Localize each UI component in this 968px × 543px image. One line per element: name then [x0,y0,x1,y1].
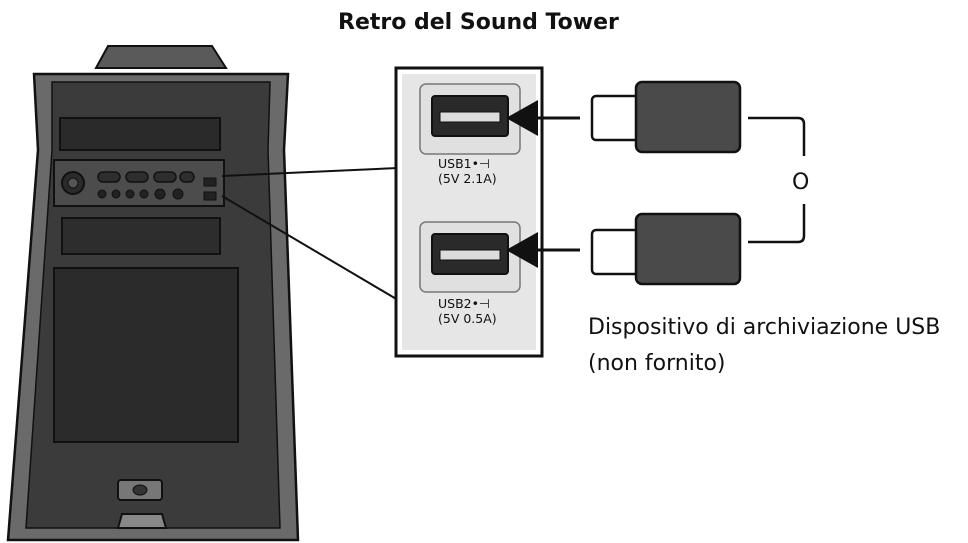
arrow-usb2 [506,232,580,268]
usb2-port-tongue [439,249,501,261]
usb2-name-row: USB2•⊣ [438,296,497,311]
panel-jack [139,189,149,199]
sound-tower [6,45,300,542]
usb1-label: USB1•⊣ (5V 2.1A) [438,156,497,186]
usb-device-label: Dispositivo di archiviazione USB (non fo… [588,310,940,382]
usb-plug-body [634,80,742,154]
panel-jack [125,189,135,199]
tower-stand [116,513,168,529]
panel-jack [111,189,121,199]
or-bracket [748,116,806,244]
usb2-name: USB2 [438,296,472,311]
callout-line-top [221,167,399,177]
panel-button [125,171,149,183]
panel-jack [172,188,184,200]
usb-plug-connector [590,228,644,276]
panel-button [153,171,177,183]
arrow-usb1 [506,100,580,136]
panel-usb-slot [203,177,217,187]
usb-trident-icon: •⊣ [471,296,490,311]
usb1-port-tongue [439,111,501,123]
usb-device-label-line2: (non fornito) [588,351,726,376]
diagram-title: Retro del Sound Tower [338,10,619,35]
bottom-button-dot [132,484,148,496]
port-panel [394,66,544,358]
usb-device-label-line1: Dispositivo di archiviazione USB [588,315,941,340]
usb-trident-icon: •⊣ [471,156,490,171]
usb-plug-top [590,80,742,154]
panel-jack [97,189,107,199]
middle-compartment [61,217,221,255]
usb2-rating: (5V 0.5A) [438,311,497,326]
tower-top-handle [94,45,228,69]
volume-knob-center [67,177,79,189]
top-grill [59,117,221,151]
usb1-rating: (5V 2.1A) [438,171,497,186]
or-label: O [792,170,810,195]
panel-button [179,171,195,183]
usb-plug-body [634,212,742,286]
usb-plug-bottom [590,212,742,286]
callout-line-bottom [221,195,399,301]
usb2-label: USB2•⊣ (5V 0.5A) [438,296,497,326]
usb1-name-row: USB1•⊣ [438,156,497,171]
speaker-grille [53,267,239,443]
usb-plug-connector [590,94,644,142]
panel-button [97,171,121,183]
panel-usb-slot [203,191,217,201]
usb1-name: USB1 [438,156,472,171]
panel-jack [154,188,166,200]
